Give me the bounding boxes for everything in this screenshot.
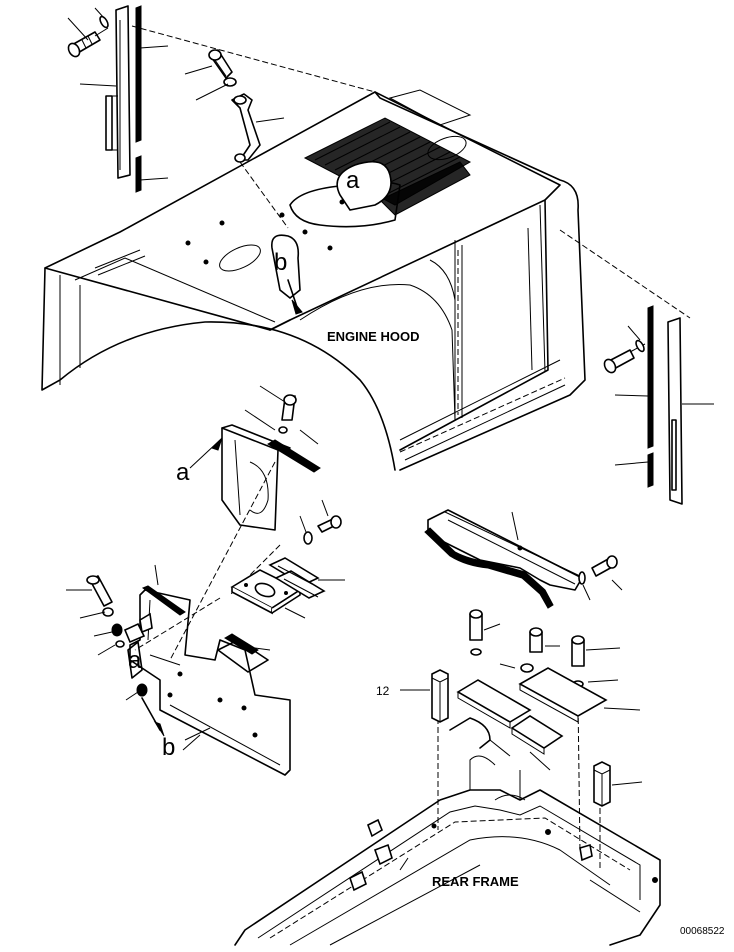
right-side-parts bbox=[603, 305, 714, 505]
ref-letter-a-left: a bbox=[176, 459, 190, 486]
side-cover-plate bbox=[123, 564, 291, 776]
mount-plate-a: a bbox=[176, 385, 342, 545]
engine-hood-label: ENGINE HOOD bbox=[327, 329, 419, 344]
hood-stay-bracket bbox=[184, 49, 285, 163]
hood-bracket-a: a bbox=[336, 160, 392, 211]
rear-frame-label: REAR FRAME bbox=[432, 874, 519, 889]
ref-letter-a-top: a bbox=[346, 167, 360, 194]
ref-letter-a-plate: a bbox=[128, 647, 142, 674]
stopper-assembly: 12 bbox=[376, 609, 643, 807]
engine-hood-grille bbox=[303, 117, 472, 216]
ref-letter-b-top: b bbox=[274, 249, 287, 276]
hood-bracket-b: b bbox=[271, 234, 303, 315]
rear-bracket bbox=[424, 509, 623, 609]
callout-number-12: 12 bbox=[376, 684, 390, 698]
catalog-number: 00068522 bbox=[680, 926, 725, 937]
ref-letter-b-bottom: b bbox=[162, 734, 175, 761]
rear-frame bbox=[234, 755, 661, 946]
cushion-plate-assembly bbox=[230, 557, 345, 619]
top-left-parts bbox=[67, 5, 169, 193]
lower-left-fasteners: b a bbox=[66, 575, 175, 761]
engine-hood bbox=[41, 89, 586, 471]
